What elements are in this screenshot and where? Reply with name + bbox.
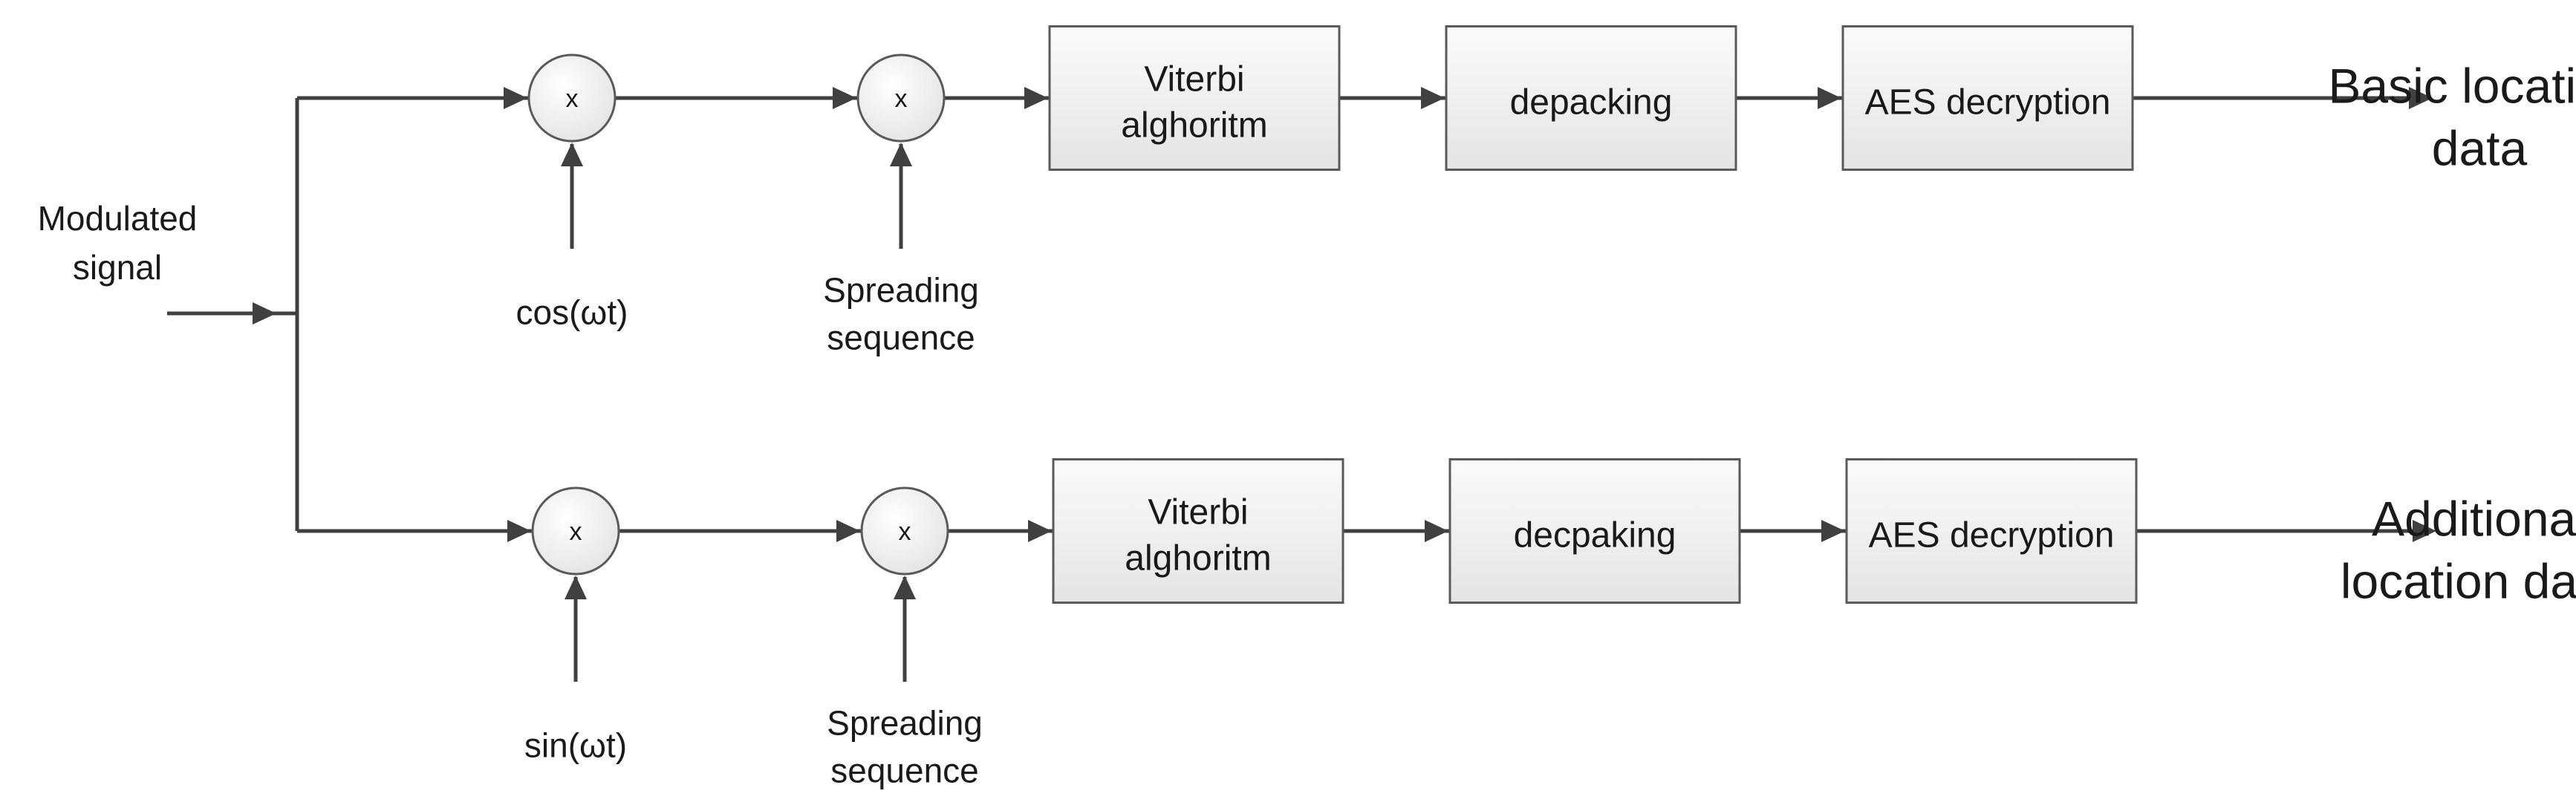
top-branch-mixer1-circle xyxy=(527,53,617,143)
bottom-branch-block-3-label-line-1: AES decryption xyxy=(1869,516,2115,556)
top-branch-mixer2-input-label-line-1: Spreading xyxy=(823,270,979,309)
bottom-branch-arrow-to-block1 xyxy=(1028,520,1052,542)
top-branch-mixer2-input-label-line-2: sequence xyxy=(827,318,975,356)
top-branch-block-1-label-line-1: Viterbi xyxy=(1144,60,1244,100)
bottom-branch-block-1-label-line-1: Viterbi xyxy=(1148,493,1248,532)
bottom-branch-mixer1-input-label: sin(ωt) xyxy=(524,726,627,764)
bottom-branch-mixer2-input-label-line-2: sequence xyxy=(830,751,979,789)
bottom-branch-block-1 xyxy=(1052,458,1344,604)
bottom-branch-block-1-label-line-2: alghoritm xyxy=(1125,539,1271,579)
top-branch-mixer2-circle xyxy=(856,53,946,143)
top-branch-arrow-to-block1 xyxy=(1024,87,1048,109)
top-branch-block-1 xyxy=(1048,25,1341,171)
bottom-branch-output-label-line-1: Additional xyxy=(2372,491,2576,546)
top-branch-arrow-to-block3 xyxy=(1818,87,1841,109)
top-branch-mixer1-symbol: x xyxy=(566,85,579,113)
input-label: Modulated signal xyxy=(38,199,198,287)
bottom-branch-block-3-label: AES decryption xyxy=(1869,516,2115,556)
signal-wires xyxy=(167,87,2436,682)
top-branch-arrow-to-mixer2 xyxy=(833,87,856,109)
top-branch-block-1-label: Viterbi alghoritm xyxy=(1121,60,1267,146)
bottom-branch-arrow-to-block2 xyxy=(1425,520,1448,542)
bottom-branch-mixer1-circle xyxy=(531,486,620,576)
bottom-branch-block-1-label: Viterbi alghoritm xyxy=(1125,493,1271,579)
bottom-branch-mixer2-symbol: x xyxy=(899,518,911,546)
bottom-branch-arrow-to-block3 xyxy=(1821,520,1845,542)
top-branch-block-1-label-line-2: alghoritm xyxy=(1121,106,1267,146)
top-branch-output-arrow xyxy=(2409,87,2433,109)
top-branch-arrow-to-block2 xyxy=(1421,87,1445,109)
bottom-branch-arrow-to-mixer1 xyxy=(507,520,531,542)
bottom-branch-block-2-label-line-1: decpaking xyxy=(1514,516,1676,556)
top-branch-block-3-label-line-1: AES decryption xyxy=(1865,83,2111,123)
bottom-branch-output-label-line-2: location data xyxy=(2341,553,2576,608)
top-branch-mixer2-input-arrow xyxy=(890,143,912,166)
top-branch-mixer2-symbol: x xyxy=(895,85,908,113)
bottom-branch-output-arrow xyxy=(2413,520,2436,542)
bottom-branch-arrow-to-mixer2 xyxy=(836,520,860,542)
top-branch-mixer1-input-arrow xyxy=(561,143,583,166)
input-label-line-2: signal xyxy=(73,248,162,287)
bottom-branch-block-2 xyxy=(1448,458,1741,604)
bottom-branch-mixer1-input-arrow xyxy=(565,576,587,599)
bottom-branch-block-3 xyxy=(1845,458,2138,604)
bottom-branch-block-2-label: decpaking xyxy=(1514,516,1676,556)
top-branch-output-label: Basic location data xyxy=(2328,58,2576,175)
top-branch-block-3-label: AES decryption xyxy=(1865,83,2111,123)
bottom-branch-mixer2-circle xyxy=(860,486,949,576)
top-branch-mixer1-input-label-line-1: cos(ωt) xyxy=(516,293,628,331)
diagram-nodes xyxy=(527,25,2138,604)
top-branch-mixer2-input-label: Spreading sequence xyxy=(823,270,979,356)
top-branch-block-3 xyxy=(1841,25,2134,171)
bottom-branch-mixer2-input-label-line-1: Spreading xyxy=(827,703,983,742)
bottom-branch-mixer2-input-arrow xyxy=(894,576,916,599)
bottom-branch-mixer1-symbol: x xyxy=(570,518,582,546)
top-branch-output-label-line-2: data xyxy=(2432,120,2528,175)
top-branch-output-label-line-1: Basic location xyxy=(2328,58,2576,113)
bottom-branch-mixer2-input-label: Spreading sequence xyxy=(827,703,983,789)
top-branch-mixer1-input-label: cos(ωt) xyxy=(516,293,628,331)
top-branch-block-2-label: depacking xyxy=(1510,83,1673,123)
input-label-line-1: Modulated xyxy=(38,199,198,238)
top-branch-block-2-label-line-1: depacking xyxy=(1510,83,1673,123)
bottom-branch-output-label: Additional location data xyxy=(2341,491,2576,608)
top-branch-block-2 xyxy=(1445,25,1737,171)
input-arrow xyxy=(253,302,276,325)
bottom-branch-mixer1-input-label-line-1: sin(ωt) xyxy=(524,726,627,764)
top-branch-arrow-to-mixer1 xyxy=(504,87,527,109)
